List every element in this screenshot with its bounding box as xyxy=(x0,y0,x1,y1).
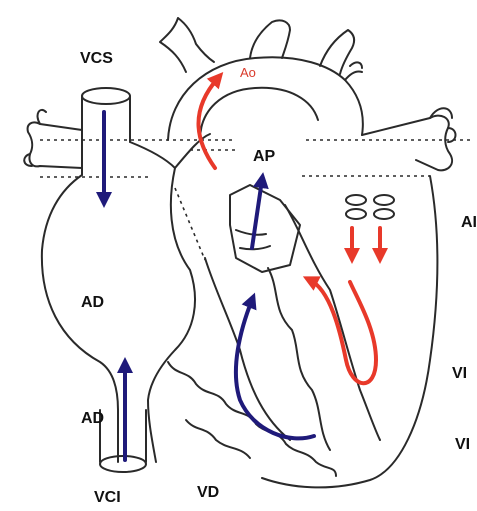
label-ad-lower: AD xyxy=(81,410,104,427)
label-ap: AP xyxy=(253,148,276,165)
label-vcs: VCS xyxy=(80,50,113,67)
aortic-arch xyxy=(160,18,363,140)
label-vi-lower: VI xyxy=(455,436,470,453)
label-vd: VD xyxy=(197,484,219,501)
flow-pa-up xyxy=(252,180,262,248)
label-ao: Ao xyxy=(240,65,256,80)
label-ai: AI xyxy=(461,214,477,231)
label-vci: VCI xyxy=(94,489,121,506)
labels: VCS Ao AP AI AD AD VI VI VCI VD xyxy=(80,50,477,506)
pulmonary-trunk xyxy=(230,185,300,272)
mitral-valve xyxy=(346,195,394,219)
flow-arrows xyxy=(104,78,380,460)
flow-aorta xyxy=(198,78,218,168)
flow-rv-loop xyxy=(236,300,314,438)
label-ad-upper: AD xyxy=(81,294,104,311)
right-pulmonary-vessels xyxy=(24,110,82,168)
label-vi-upper: VI xyxy=(452,365,467,382)
